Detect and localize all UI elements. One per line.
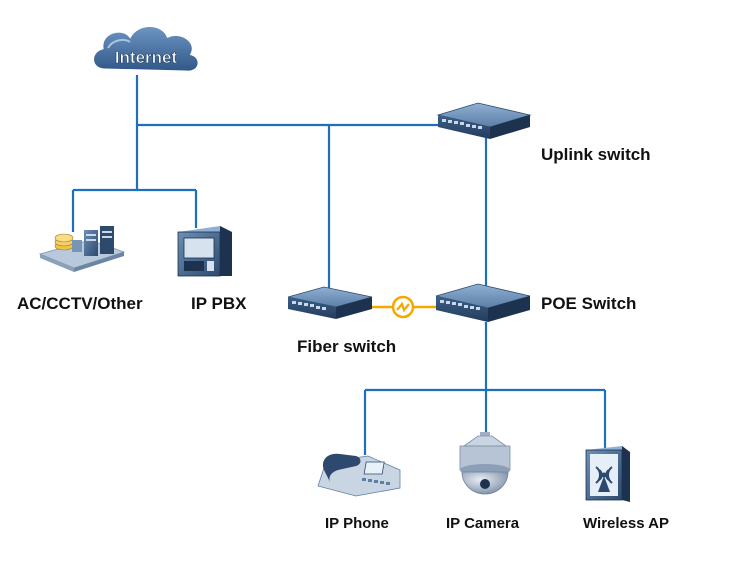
poe-switch-label: POE Switch: [541, 294, 636, 313]
cloud-icon: [91, 24, 201, 74]
ip-camera-label: IP Camera: [446, 515, 520, 532]
fiber-switch-icon: [287, 286, 373, 319]
wireless-ap-label: Wireless AP: [583, 515, 669, 532]
internet-label: Internet: [115, 48, 178, 67]
poe-switch-icon: [435, 283, 531, 322]
ip-phone-label: IP Phone: [325, 515, 389, 532]
ac-cctv-label: AC/CCTV/Other: [17, 294, 143, 313]
server-rack-icon: [38, 226, 126, 272]
dome-camera-icon: [459, 432, 511, 495]
links: [71, 75, 607, 455]
ip-pbx-label: IP PBX: [191, 294, 247, 313]
pbx-icon: [177, 226, 232, 277]
uplink-switch-icon: [436, 102, 532, 139]
uplink-switch-label: Uplink switch: [541, 145, 651, 164]
fiber-switch-label: Fiber switch: [297, 337, 396, 356]
fiber-connector-icon: [391, 295, 415, 319]
wireless-ap-icon: [585, 446, 630, 502]
phone-icon: [317, 453, 401, 497]
